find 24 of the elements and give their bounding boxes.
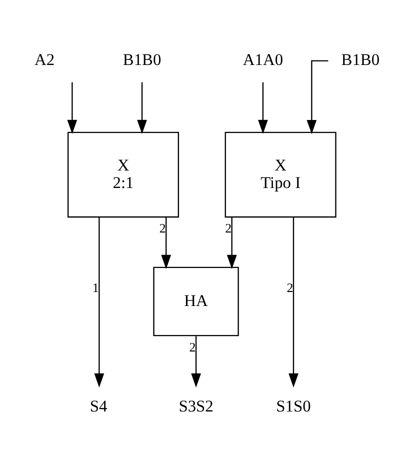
node-text: B1B0: [341, 50, 380, 70]
edge-label: 1: [92, 280, 99, 295]
node-text: A2: [34, 50, 55, 70]
arrow: [306, 60, 328, 134]
node-text: B1B0: [122, 50, 162, 70]
arrow: [137, 82, 147, 134]
arrow: [258, 82, 268, 134]
edge-label: 2: [159, 220, 166, 236]
edge-label: 2: [225, 220, 232, 236]
arrow: [288, 217, 298, 388]
node-box: X 2:1: [67, 132, 180, 218]
arrow: [94, 217, 104, 388]
node-box: X Tipo I: [224, 132, 336, 218]
node-text: A1A0: [242, 50, 284, 70]
edge-label: 2: [189, 339, 196, 354]
arrow: [67, 82, 78, 134]
node-text: S4: [90, 396, 108, 416]
arrow: [191, 336, 201, 388]
node-box: HA: [153, 266, 239, 336]
edge-label: 2: [286, 280, 294, 295]
arrow: [161, 217, 172, 270]
node-text: S1S0: [276, 396, 311, 416]
node-text: S3S2: [178, 396, 214, 416]
arrow: [226, 217, 237, 270]
